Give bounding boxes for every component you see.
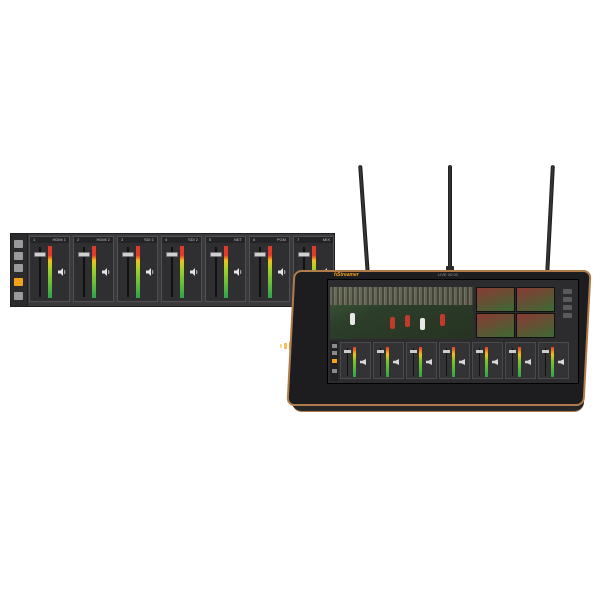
preview-thumb[interactable]	[476, 313, 515, 338]
channel-number: 2	[77, 237, 80, 242]
screen-audio-mixer	[330, 341, 576, 381]
speaker-icon[interactable]	[393, 359, 399, 365]
mixer-sidebar	[11, 234, 28, 306]
speaker-icon[interactable]	[459, 359, 465, 365]
mixer-channel: 2 HDMI 2	[73, 236, 114, 302]
volume-fader[interactable]	[542, 350, 549, 353]
level-meter	[386, 347, 389, 377]
preview-thumb[interactable]	[516, 313, 555, 338]
fader-track	[39, 247, 41, 297]
level-meter	[48, 246, 52, 298]
screen-mixer-channel	[505, 342, 536, 379]
antenna-center	[448, 165, 452, 270]
screen-mixer-channel	[340, 342, 371, 379]
speaker-icon[interactable]	[101, 267, 111, 277]
screen-mixer-channel	[406, 342, 437, 379]
preview-thumb[interactable]	[476, 287, 515, 312]
speaker-icon[interactable]	[492, 359, 498, 365]
mixer-channel: 3 SDI 1	[117, 236, 158, 302]
status-label: LIVE 00:00	[438, 272, 458, 277]
channel-name: SDI 2	[187, 237, 198, 242]
volume-fader[interactable]	[344, 350, 351, 353]
volume-fader[interactable]	[476, 350, 483, 353]
screen-mixer-channel	[472, 342, 503, 379]
audio-icon[interactable]	[14, 278, 23, 286]
channel-name: PGM	[276, 237, 286, 242]
volume-fader[interactable]	[166, 251, 178, 257]
volume-fader[interactable]	[443, 350, 450, 353]
monitor-icon[interactable]	[14, 240, 23, 248]
level-meter	[180, 246, 184, 298]
screen-mixer-channel	[538, 342, 569, 379]
speaker-icon[interactable]	[277, 267, 287, 277]
speaker-icon[interactable]	[360, 359, 366, 365]
speaker-icon[interactable]	[145, 267, 155, 277]
tool-button[interactable]	[563, 297, 572, 302]
level-meter	[485, 347, 488, 377]
volume-fader[interactable]	[78, 251, 90, 257]
volume-fader[interactable]	[377, 350, 384, 353]
layers-icon[interactable]	[14, 252, 23, 260]
volume-fader[interactable]	[509, 350, 516, 353]
channel-number: 5	[209, 237, 212, 242]
level-meter	[419, 347, 422, 377]
channel-name: HDMI 1	[52, 237, 66, 242]
speaker-icon[interactable]	[426, 359, 432, 365]
level-meter	[353, 347, 356, 377]
level-meter	[518, 347, 521, 377]
channel-number: 1	[33, 237, 36, 242]
speaker-icon[interactable]	[558, 359, 564, 365]
level-meter	[268, 246, 272, 298]
tool-button[interactable]	[563, 289, 572, 294]
volume-fader[interactable]	[122, 251, 134, 257]
fader-track	[127, 247, 129, 297]
volume-fader[interactable]	[210, 251, 222, 257]
fader-track	[215, 247, 217, 297]
channel-name: SDI 1	[143, 237, 154, 242]
fader-track	[171, 247, 173, 297]
program-video[interactable]	[330, 287, 473, 339]
mixer-channel: 5 NET	[205, 236, 246, 302]
speaker-icon[interactable]	[57, 267, 67, 277]
level-meter	[224, 246, 228, 298]
screen-mixer-channel	[439, 342, 470, 379]
channel-number: 4	[165, 237, 168, 242]
web-icon[interactable]	[14, 264, 23, 272]
mixer-channel: 4 SDI 2	[161, 236, 202, 302]
channel-number: 7	[297, 237, 300, 242]
level-meter	[136, 246, 140, 298]
volume-fader[interactable]	[298, 251, 310, 257]
device-screen: hStreamer LIVE 00:00	[327, 272, 579, 384]
volume-fader[interactable]	[410, 350, 417, 353]
screen-toolbar	[561, 287, 575, 339]
channel-name: HDMI 2	[96, 237, 110, 242]
channel-number: 6	[253, 237, 256, 242]
mixer-channel: 6 PGM	[249, 236, 290, 302]
channel-name: MIX	[322, 237, 330, 242]
channel-name: NET	[234, 237, 242, 242]
volume-fader[interactable]	[34, 251, 46, 257]
audio-mixer-panel: 1 HDMI 1 2 HDMI 2 3 SDI 1 4 SDI 2 5 NET 6 PGM 7 MIX	[10, 233, 335, 307]
mixer-channels: 1 HDMI 1 2 HDMI 2 3 SDI 1 4 SDI 2 5 NET 6 PGM 7 MIX	[29, 236, 334, 304]
speaker-icon[interactable]	[233, 267, 243, 277]
level-meter	[551, 347, 554, 377]
level-meter	[92, 246, 96, 298]
channel-number: 3	[121, 237, 124, 242]
tool-button[interactable]	[563, 313, 572, 318]
tool-button[interactable]	[563, 305, 572, 310]
preview-thumb[interactable]	[516, 287, 555, 312]
fader-track	[259, 247, 261, 297]
speaker-icon[interactable]	[525, 359, 531, 365]
preview-grid	[476, 287, 556, 339]
brand-logo: hStreamer	[334, 272, 359, 278]
screen-mixer-channel	[373, 342, 404, 379]
speaker-icon[interactable]	[189, 267, 199, 277]
antenna-left	[358, 164, 370, 276]
level-meter	[452, 347, 455, 377]
fader-track	[83, 247, 85, 297]
volume-fader[interactable]	[254, 251, 266, 257]
antenna-right	[545, 164, 555, 276]
mixer-channel: 1 HDMI 1	[29, 236, 70, 302]
folder-icon[interactable]	[14, 292, 23, 300]
